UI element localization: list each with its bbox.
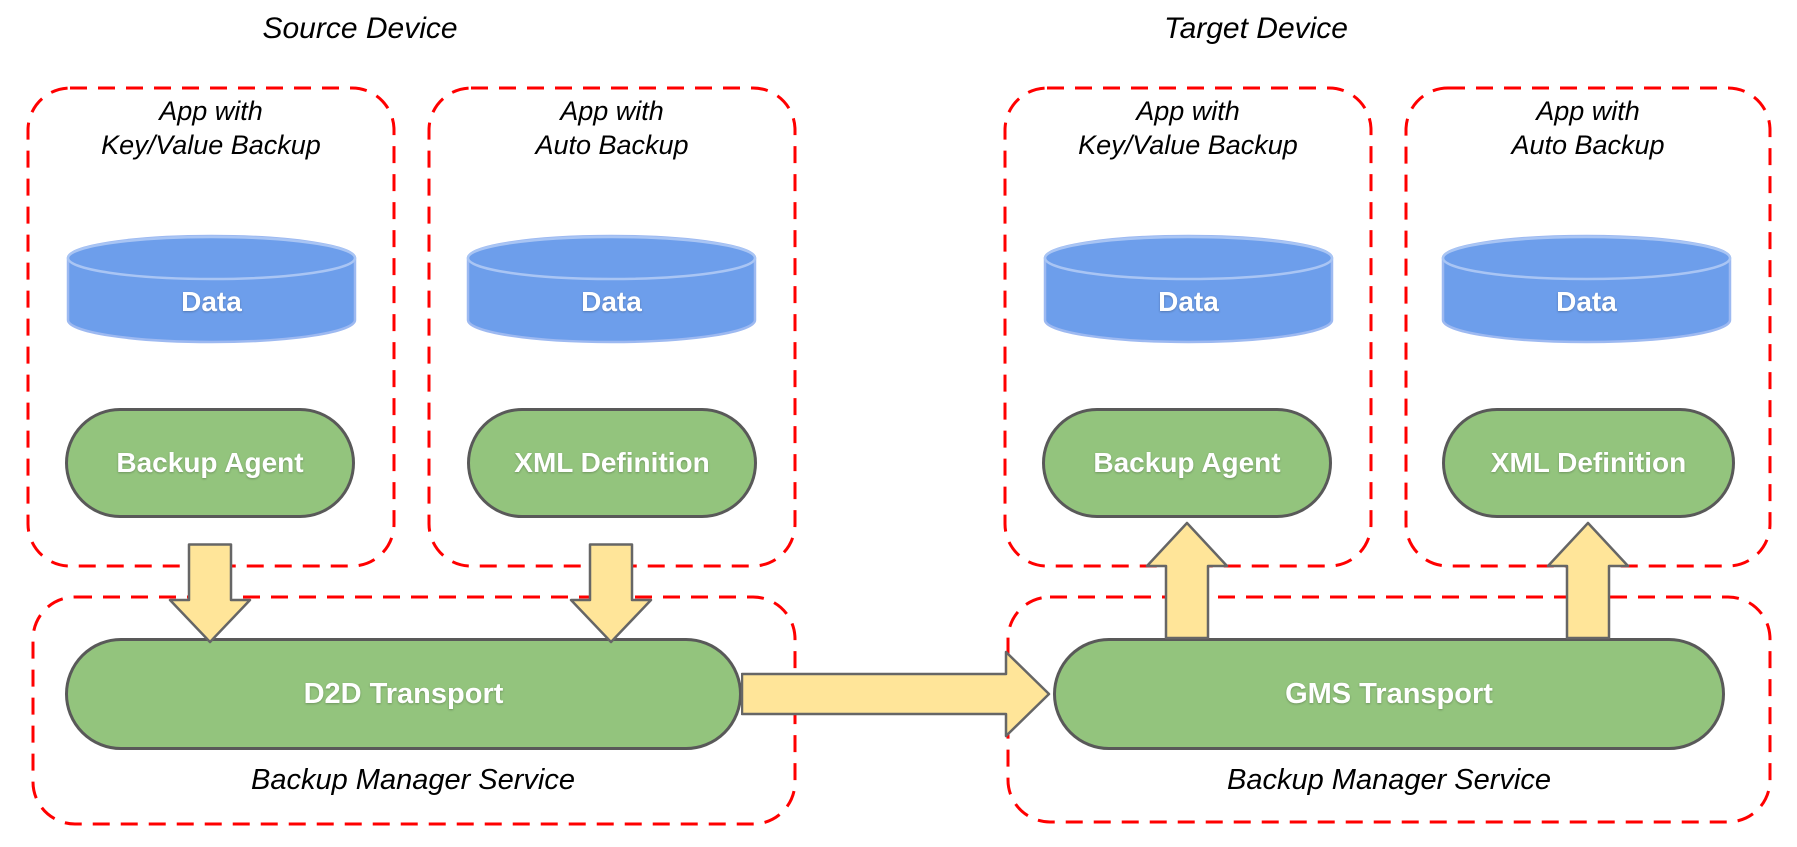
target-backup-manager-label: Backup Manager Service (1227, 764, 1551, 796)
data-store-label: Data (1556, 286, 1617, 317)
source-auto-app-title: App with Auto Backup (429, 94, 795, 162)
app-title-line: Key/Value Backup (101, 130, 321, 160)
app-title-line: Auto Backup (1511, 130, 1665, 160)
up-arrow-icon (1546, 521, 1630, 640)
data-store-label: Data (181, 286, 242, 317)
database-cylinder-icon (1441, 234, 1732, 344)
target-keyvalue-app-title: App with Key/Value Backup (1005, 94, 1371, 162)
source-keyvalue-data-store: Data (65, 233, 358, 345)
down-arrow-icon (168, 543, 252, 644)
down-arrow-icon (569, 543, 653, 644)
database-cylinder-icon (66, 234, 357, 344)
source-backup-agent-pill: Backup Agent (65, 408, 355, 518)
source-backup-manager-label: Backup Manager Service (251, 764, 575, 796)
gms-transport-pill: GMS Transport (1053, 638, 1725, 750)
target-auto-app-title: App with Auto Backup (1406, 94, 1770, 162)
source-keyvalue-app-title: App with Key/Value Backup (28, 94, 394, 162)
target-device-title: Target Device (1164, 12, 1348, 45)
right-arrow-icon (741, 650, 1051, 738)
app-title-line: Key/Value Backup (1078, 130, 1298, 160)
data-store-label: Data (1158, 286, 1219, 317)
database-cylinder-icon (1043, 234, 1334, 344)
app-title-line: App with (560, 96, 664, 126)
target-backup-agent-pill: Backup Agent (1042, 408, 1332, 518)
d2d-transport-pill: D2D Transport (65, 638, 742, 750)
up-arrow-icon (1145, 521, 1229, 640)
app-title-line: App with (159, 96, 263, 126)
data-store-label: Data (581, 286, 642, 317)
target-xml-definition-pill: XML Definition (1442, 408, 1735, 518)
source-auto-data-store: Data (465, 233, 758, 345)
database-cylinder-icon (466, 234, 757, 344)
target-keyvalue-data-store: Data (1042, 233, 1335, 345)
source-xml-definition-pill: XML Definition (467, 408, 757, 518)
app-title-line: App with (1136, 96, 1240, 126)
source-device-title: Source Device (262, 12, 458, 45)
app-title-line: Auto Backup (535, 130, 689, 160)
app-title-line: App with (1536, 96, 1640, 126)
target-auto-data-store: Data (1440, 233, 1733, 345)
